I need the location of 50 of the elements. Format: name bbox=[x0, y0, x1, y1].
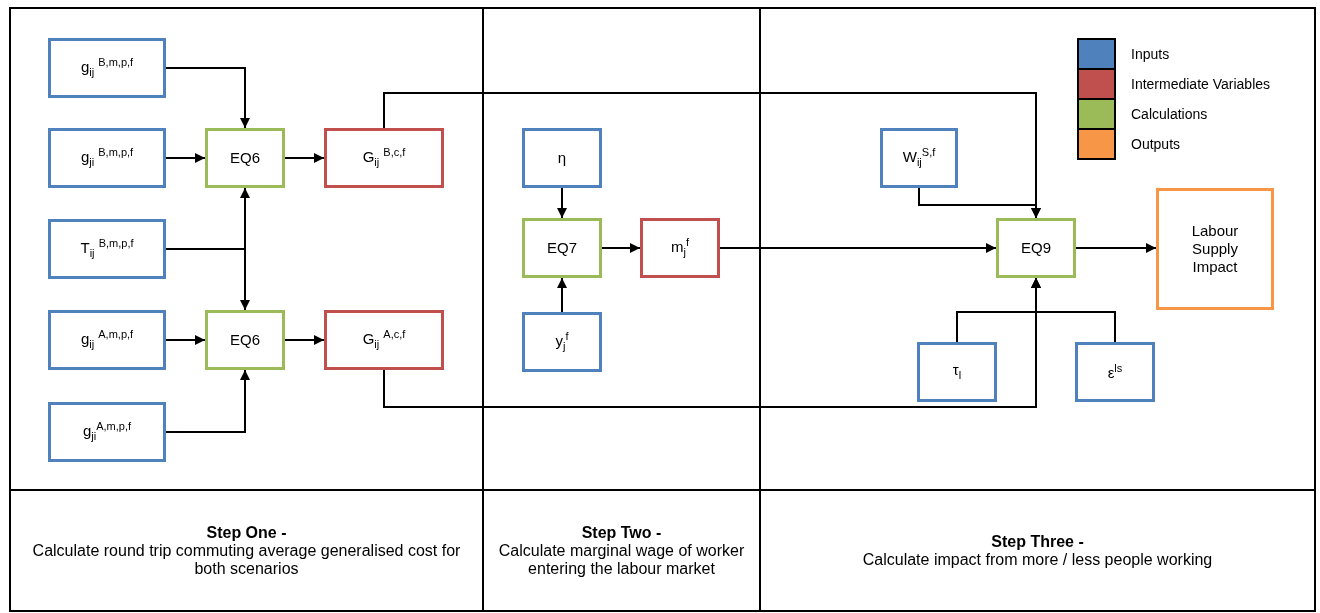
arrow bbox=[165, 369, 250, 433]
input-box bbox=[522, 312, 602, 372]
calculation-box bbox=[522, 218, 602, 278]
legend-label: Inputs bbox=[1131, 46, 1170, 62]
arrow bbox=[165, 335, 206, 345]
equation-label: EQ7 bbox=[547, 239, 577, 257]
arrow bbox=[284, 335, 325, 345]
arrow bbox=[918, 187, 1041, 219]
input-box bbox=[48, 128, 166, 188]
equation-label: EQ9 bbox=[1021, 239, 1051, 257]
calculation-box bbox=[205, 128, 285, 188]
step-description: Calculate impact from more / less people working bbox=[862, 550, 1213, 569]
variable-label: ε$^{ls}$ bbox=[1107, 362, 1123, 382]
arrow bbox=[601, 243, 641, 253]
variable-label: τ$_{l}$ bbox=[952, 361, 962, 383]
step-heading: Step One - bbox=[206, 523, 287, 542]
arrow bbox=[1031, 277, 1116, 343]
input-box bbox=[48, 402, 166, 462]
arrow bbox=[1075, 243, 1157, 253]
arrow bbox=[284, 153, 325, 163]
input-box bbox=[522, 128, 602, 188]
equation-label: EQ6 bbox=[230, 149, 260, 167]
arrow bbox=[165, 67, 250, 129]
input-box bbox=[48, 38, 166, 98]
arrow bbox=[557, 277, 567, 313]
input-box bbox=[1075, 342, 1155, 402]
variable-label: Labour Supply Impact bbox=[1190, 222, 1240, 276]
input-box bbox=[880, 128, 958, 188]
input-box bbox=[917, 342, 997, 402]
step-description: Calculate marginal wage of worker entering the labour market bbox=[497, 541, 746, 578]
calculation-box bbox=[996, 218, 1076, 278]
arrow bbox=[165, 153, 206, 163]
step-heading: Step Two - bbox=[581, 523, 662, 542]
input-box bbox=[48, 219, 166, 279]
legend-label: Outputs bbox=[1131, 136, 1181, 152]
arrow bbox=[165, 248, 250, 311]
variable-box bbox=[324, 128, 444, 188]
variable-box bbox=[640, 218, 720, 278]
input-box bbox=[48, 310, 166, 370]
variable-box bbox=[324, 310, 444, 370]
legend-label: Calculations bbox=[1131, 106, 1208, 122]
equation-label: EQ6 bbox=[230, 331, 260, 349]
output-box bbox=[1156, 188, 1274, 310]
variable-label: η bbox=[557, 149, 567, 167]
calculation-box bbox=[205, 310, 285, 370]
step-heading: Step Three - bbox=[991, 532, 1084, 551]
legend-label: Intermediate Variables bbox=[1131, 76, 1271, 92]
arrow bbox=[719, 243, 997, 253]
arrow bbox=[557, 187, 567, 219]
step-description: Calculate round trip commuting average generalised cost for both scenarios bbox=[31, 541, 462, 578]
